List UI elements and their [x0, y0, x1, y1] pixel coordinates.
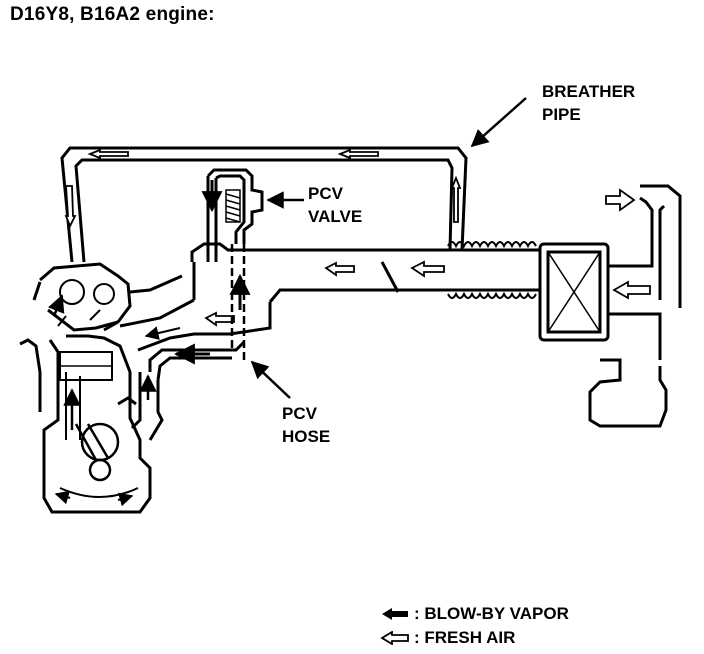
- crankcase-rotation-arrow-left: [54, 490, 71, 505]
- fresh-air-arrow-icon: [380, 631, 409, 645]
- callout-leaders: [250, 97, 527, 399]
- pcv-valve-label: PCV VALVE: [308, 182, 362, 228]
- pcv-hose-label: PCV HOSE: [282, 402, 330, 448]
- pcv-valve-label-line1: PCV: [308, 184, 343, 203]
- legend-fresh-air: : FRESH AIR: [380, 628, 515, 648]
- block-breather: [117, 372, 164, 441]
- breather-pipe-label: BREATHER PIPE: [542, 80, 635, 126]
- pcv-valve-spring: [225, 189, 241, 223]
- intake-manifold: [119, 274, 272, 352]
- air-cleaner: [538, 242, 610, 342]
- breather-fresh-air-arrows: [64, 148, 462, 229]
- intake-duct: [190, 242, 540, 303]
- crankcase-rotation-arrow-right: [117, 492, 134, 507]
- cleaner-fresh-air-arrows: [204, 188, 651, 327]
- breather-pipe: [60, 146, 468, 263]
- legend-fresh-air-text: : FRESH AIR: [414, 628, 516, 647]
- corrugated-duct: [447, 241, 537, 299]
- pcv-hose-label-line1: PCV: [282, 404, 317, 423]
- cylinder-head: [32, 262, 132, 332]
- diagram-title: D16Y8, B16A2 engine:: [10, 4, 215, 25]
- manifold-flow-arrow: [144, 326, 181, 340]
- crankcase-hose: [148, 340, 246, 381]
- pcv-system-diagram: [19, 97, 682, 514]
- cylinder-blow-by-arrows: [48, 294, 81, 430]
- engine-block: [19, 334, 152, 514]
- pcv-hose-label-line2: HOSE: [282, 427, 331, 446]
- pcv-valve-label-line2: VALVE: [308, 207, 363, 226]
- crankshaft: [59, 422, 139, 498]
- blow-by-arrow-icon: [382, 608, 408, 620]
- breather-pipe-label-line2: PIPE: [542, 105, 581, 124]
- breather-pipe-label-line1: BREATHER: [542, 82, 636, 101]
- pcv-valve-body: [206, 168, 264, 262]
- air-cleaner-housing: [588, 184, 682, 428]
- legend-blow-by: : BLOW-BY VAPOR: [380, 604, 569, 624]
- throttle-plate: [380, 261, 400, 293]
- legend-blow-by-text: : BLOW-BY VAPOR: [414, 604, 569, 623]
